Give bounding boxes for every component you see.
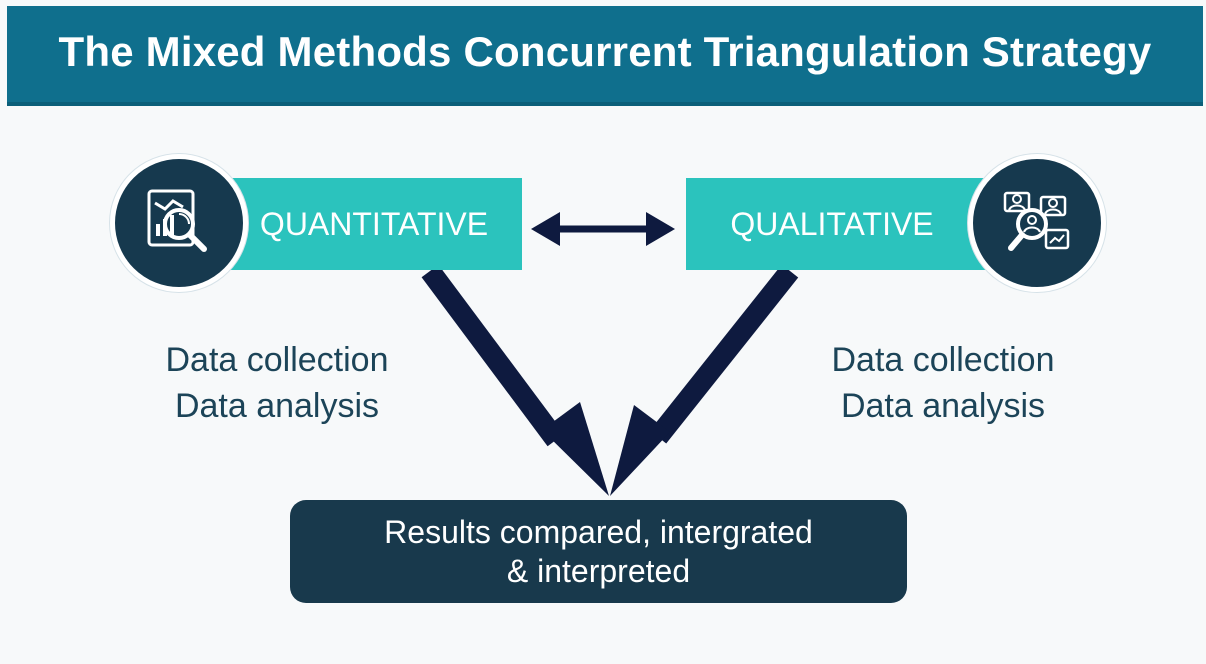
results-box: Results compared, intergrated & interpre… [290,500,907,603]
bidirectional-arrow [531,212,675,246]
qualitative-detail-collection: Data collection [831,341,1055,379]
qualitative-label-box: QUALITATIVE [686,178,988,270]
quantitative-details: Data collection Data analysis [117,337,437,429]
quantitative-label: QUANTITATIVE [259,205,489,242]
title-bar: The Mixed Methods Concurrent Triangulati… [7,6,1203,106]
results-line-1: Results compared, intergrated [384,513,813,550]
quantitative-icon-circle [110,154,248,292]
quantitative-label-box: QUANTITATIVE [220,178,522,270]
qualitative-detail-analysis: Data analysis [840,387,1046,425]
people-magnifier-icon [1003,191,1070,251]
right-to-results-arrow [610,264,799,496]
left-to-results-arrow [421,264,609,496]
qualitative-details: Data collection Data analysis [783,337,1103,429]
qualitative-label: QUALITATIVE [730,205,934,242]
quantitative-detail-analysis: Data analysis [174,387,380,425]
page-title: The Mixed Methods Concurrent Triangulati… [58,28,1152,75]
quantitative-detail-collection: Data collection [165,341,389,379]
qualitative-icon-circle [968,154,1106,292]
chart-magnifier-icon [147,189,207,252]
results-line-2: & interpreted [506,552,691,589]
